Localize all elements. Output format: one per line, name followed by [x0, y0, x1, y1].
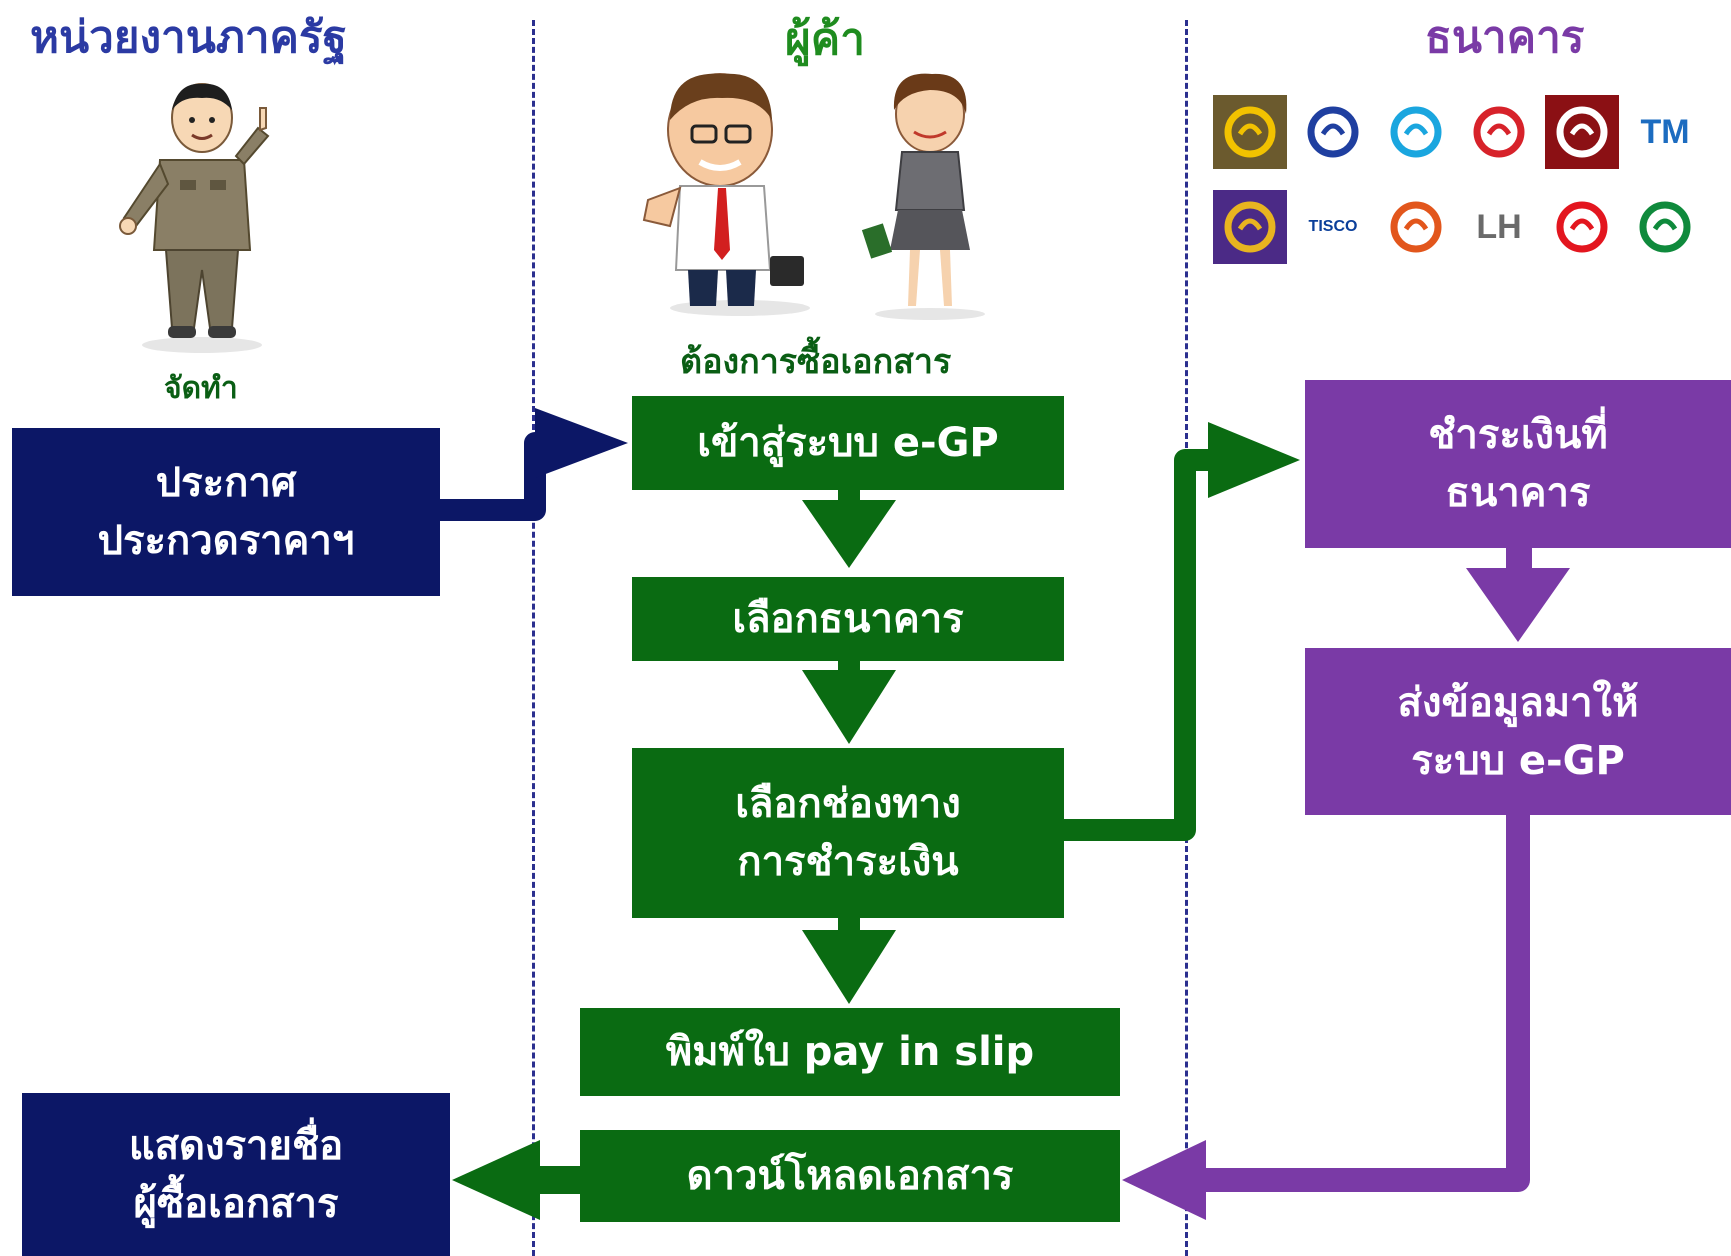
arrowhead-to-choose-channel [802, 670, 896, 744]
login-egp-label: เข้าสู่ระบบ e-GP [697, 420, 999, 466]
download-docs-label: ดาวน์โหลดเอกสาร [686, 1153, 1014, 1199]
arrowhead-to-bank-payment [1208, 422, 1300, 498]
announce-box: ประกาศ ประกวดราคาฯ [12, 428, 440, 596]
choose-channel-line2: การชำระเงิน [737, 839, 959, 885]
print-slip-box: พิมพ์ใบ pay in slip [580, 1008, 1120, 1096]
choose-bank-label: เลือกธนาคาร [732, 596, 964, 642]
tmb-logo-icon: TM [1628, 95, 1702, 169]
bangkok-bank-logo-icon [1296, 95, 1370, 169]
arrowhead-to-login [535, 408, 628, 478]
pay-at-bank-line1: ชำระเงินที่ [1428, 412, 1608, 458]
choose-channel-line1: เลือกช่องทาง [735, 781, 961, 827]
choose-channel-box: เลือกช่องทาง การชำระเงิน [632, 748, 1064, 918]
uob-logo-icon [1545, 190, 1619, 264]
cimb-logo-icon [1545, 95, 1619, 169]
pay-at-bank-line2: ธนาคาร [1445, 470, 1591, 516]
arrowhead-to-show-list [452, 1140, 540, 1220]
bank-logo-text: TM [1640, 112, 1690, 151]
login-egp-box: เข้าสู่ระบบ e-GP [632, 396, 1064, 490]
send-data-line2: ระบบ e-GP [1411, 737, 1625, 784]
send-data-line1: ส่งข้อมูลมาให้ [1397, 679, 1639, 726]
arrow-stem-bank-to-channel [838, 660, 860, 672]
choose-bank-box: เลือกธนาคาร [632, 577, 1064, 661]
arrow-stem-channel-to-slip [838, 918, 860, 932]
arrow-stem-pay-to-send [1506, 548, 1532, 570]
merchants-illustration [642, 73, 985, 320]
send-data-box: ส่งข้อมูลมาให้ ระบบ e-GP [1305, 648, 1731, 815]
standard-chartered-logo-icon [1628, 190, 1702, 264]
show-buyers-line2: ผู้ซื้อเอกสาร [133, 1180, 339, 1227]
connector-channel-to-bank [1062, 449, 1210, 841]
column-title-merchant: ผู้ค้า [785, 14, 865, 65]
bank-logo-text: TISCO [1308, 218, 1358, 235]
arrowhead-to-download [1122, 1140, 1206, 1220]
thanachart-logo-icon [1379, 190, 1453, 264]
scb-logo-icon [1213, 190, 1287, 264]
print-slip-label: พิมพ์ใบ pay in slip [665, 1029, 1035, 1075]
prepare-label: จัดทำ [164, 371, 238, 406]
arrowhead-to-choose-bank [802, 500, 896, 568]
announce-line1: ประกาศ [155, 460, 297, 506]
column-divider-left [532, 20, 535, 1256]
show-buyers-line1: แสดงรายชื่อ [128, 1122, 344, 1169]
tisco-logo-icon: TISCO [1296, 190, 1370, 264]
kasikorn-logo-icon [1462, 95, 1536, 169]
lh-bank-logo-icon: LH [1462, 190, 1536, 264]
column-title-government: หน่วยงานภาครัฐ [30, 12, 347, 63]
download-docs-box: ดาวน์โหลดเอกสาร [580, 1130, 1120, 1222]
pay-at-bank-box: ชำระเงินที่ ธนาคาร [1305, 380, 1731, 548]
column-title-bank: ธนาคาร [1425, 12, 1585, 63]
arrowhead-to-send-data [1466, 568, 1570, 642]
connector-send-to-download [1200, 815, 1530, 1192]
krungthai-logo-icon [1379, 95, 1453, 169]
krungsri-logo-icon [1213, 95, 1287, 169]
bank-logo-text: LH [1476, 207, 1522, 246]
show-buyers-box: แสดงรายชื่อ ผู้ซื้อเอกสาร [22, 1093, 450, 1256]
announce-line2: ประกวดราคาฯ [97, 518, 355, 564]
want-buy-label: ต้องการซื้อเอกสาร [680, 342, 952, 382]
government-officer-illustration [119, 83, 270, 353]
arrowhead-to-print-slip [802, 930, 896, 1004]
